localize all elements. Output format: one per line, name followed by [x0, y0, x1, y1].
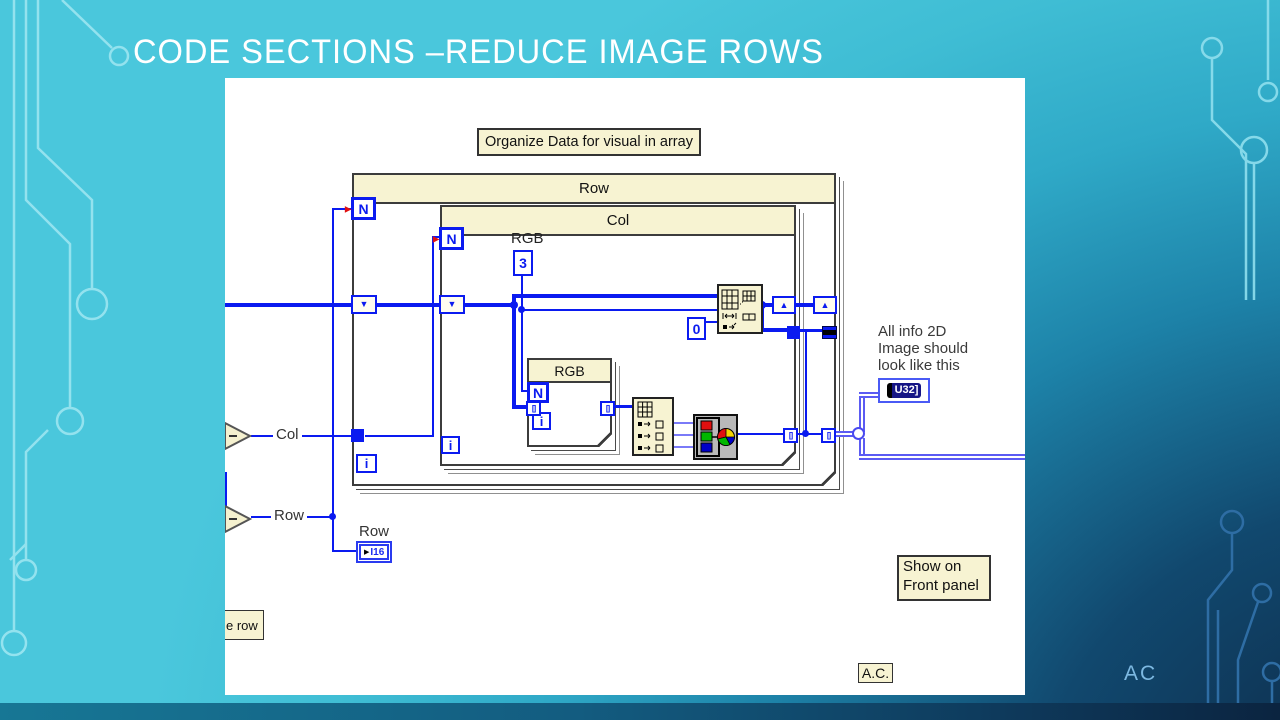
row-indicator-label: Row — [359, 523, 390, 540]
wire-b — [670, 446, 693, 448]
junction-dot — [518, 306, 525, 313]
row-loop-index-in-tunnel: ▼ — [351, 295, 377, 314]
wire-to-square-tunnel — [760, 328, 789, 332]
tunnel-out-icon: ▲ — [820, 299, 830, 310]
row-loop-dogear-icon — [821, 471, 836, 486]
col-loop-dogear-icon — [781, 451, 796, 466]
wire-image-2d-col-inner — [467, 303, 514, 307]
wire-edge-stub — [225, 472, 227, 506]
indicator-arrow-icon: ▶ — [364, 549, 370, 556]
wire-junction-circle — [852, 427, 865, 440]
junction-dot — [802, 430, 809, 437]
slide-title: CODE SECTIONS –REDUCE IMAGE ROWS — [133, 32, 824, 71]
row-loop-iteration-terminal: i — [356, 454, 377, 473]
wire-const3-vertical — [521, 276, 523, 392]
row-edge-dark-tunnel — [822, 326, 837, 339]
rgb-loop-dogear-icon — [597, 432, 612, 447]
junction-dot — [329, 513, 336, 520]
wire-const3-to-reshape — [522, 309, 717, 311]
partial-comment-label: e row — [225, 610, 264, 640]
author-initials: AC — [1124, 662, 1158, 685]
decrement-node-row-icon — [225, 504, 253, 534]
wire-rgbloop-to-indexarray — [612, 405, 632, 408]
wire-to-i16 — [332, 550, 358, 552]
wire-color-out — [733, 433, 785, 435]
wired-arrow-icon: ▶ — [345, 204, 352, 213]
tunnel-in-icon: ▼ — [359, 299, 369, 309]
reshape-array-icon — [721, 289, 756, 330]
col-loop-out-bracket-tunnel: [] — [783, 428, 798, 443]
rgb-loop-out-bracket-tunnel: [] — [600, 401, 615, 416]
circuit-decoration-top-right — [1200, 0, 1279, 300]
reshape-array-node — [717, 284, 763, 334]
rgb-to-color-icon — [696, 417, 735, 457]
circuit-decoration-bottom-right — [1206, 509, 1280, 720]
array-out-tunnel — [787, 326, 800, 339]
rgb-to-color-node — [693, 414, 738, 460]
rgb-loop-in-bracket-tunnel: [] — [526, 401, 541, 416]
wire2-into-u32 — [859, 392, 880, 398]
wire2-exit-right — [859, 454, 1025, 460]
constant-3: 3 — [513, 250, 533, 276]
row-loop-index-out-tunnel: ▲ — [813, 296, 837, 314]
rgb-free-label: RGB — [511, 230, 544, 247]
junction-dot — [510, 301, 518, 309]
col-wire-tunnel — [351, 429, 364, 442]
row-i16-indicator: ▶ I16 — [356, 541, 393, 563]
wired-arrow-icon: ▶ — [433, 234, 440, 243]
wire-g — [670, 434, 693, 436]
circuit-decoration-left — [0, 0, 130, 657]
wire-col-n-vertical — [432, 236, 434, 437]
wire-image-2d-row-to-col — [352, 303, 467, 307]
wire-col-n-elbow — [432, 236, 440, 238]
rgb-loop-header: RGB — [529, 360, 610, 383]
col-loop-count-terminal: N ▶ — [433, 227, 464, 250]
wire-array-to-rgb-loop — [512, 405, 528, 409]
tunnel-in-icon: ▼ — [447, 299, 457, 309]
row-loop-count-terminal: N ▶ — [345, 197, 376, 220]
index-array-node — [632, 397, 674, 456]
labview-diagram-panel: Organize Data for visual in array Row Co… — [225, 78, 1025, 695]
wire2-down — [859, 438, 865, 457]
col-loop-index-out-tunnel: ▲ — [772, 296, 796, 314]
wire2-up-to-u32 — [859, 394, 865, 432]
wire2-out-of-loops — [832, 431, 858, 437]
rgb-loop-count-terminal: N — [527, 382, 549, 403]
tunnel-out-icon: ▲ — [779, 299, 789, 310]
index-array-icon — [637, 401, 664, 453]
wire-right-vertical — [805, 329, 807, 435]
wire-row-n-vertical — [332, 208, 334, 552]
constant-0: 0 — [687, 317, 706, 340]
wire-array-branch-vertical — [512, 294, 516, 409]
wire-image-2d-in — [225, 303, 356, 307]
wire-const3-to-n — [521, 390, 529, 392]
wire-const0-to-reshape — [706, 321, 717, 323]
credit-label: A.C. — [858, 663, 893, 683]
row-loop-header: Row — [354, 175, 834, 204]
u32-array-indicator: U32] — [878, 378, 930, 403]
decrement-node-col-icon — [225, 421, 253, 451]
rgb-loop-iteration-terminal: i — [532, 412, 551, 430]
col-loop-index-in-tunnel: ▼ — [439, 295, 465, 314]
wire-r — [670, 422, 693, 424]
row-loop-out-bracket-tunnel: [] — [821, 428, 836, 443]
col-loop-header: Col — [442, 207, 794, 236]
comment-label: Organize Data for visual in array — [477, 128, 701, 156]
row-wire-label: Row — [271, 507, 308, 525]
wire-array-to-reshape — [512, 294, 717, 298]
info-note: All info 2D Image should look like this — [878, 323, 969, 374]
show-front-panel-label: Show on Front panel — [897, 555, 991, 601]
bottom-accent-bar — [0, 703, 1280, 720]
col-wire-label: Col — [273, 426, 302, 444]
wire-col-inside — [365, 435, 434, 437]
wire-row-n-elbow — [332, 208, 352, 210]
row-for-loop: Row — [352, 173, 836, 486]
wire-reshape-out — [759, 303, 835, 307]
wire-square-tunnel-out — [799, 329, 824, 332]
col-loop-iteration-terminal: i — [441, 436, 460, 454]
